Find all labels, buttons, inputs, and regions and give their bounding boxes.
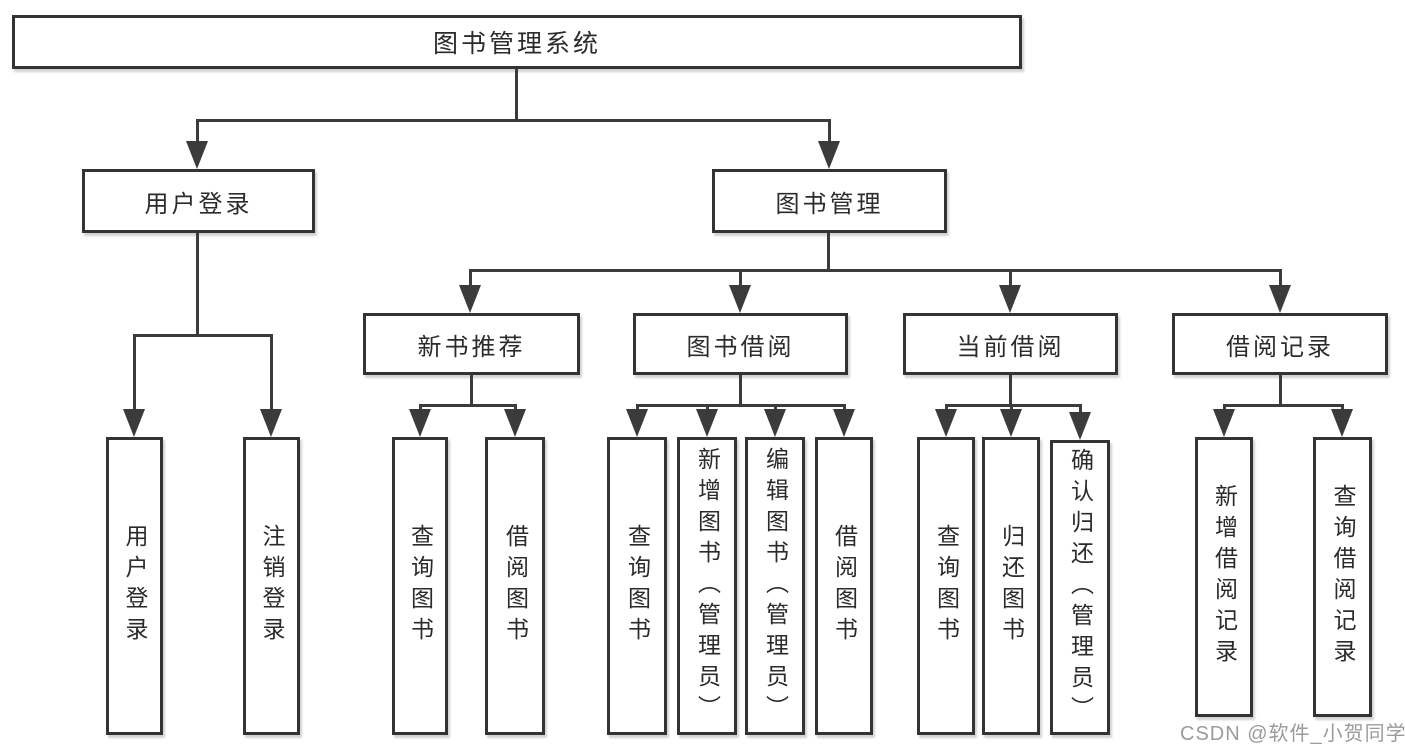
node-user-login-label: 用户登录 bbox=[144, 190, 253, 218]
connector-drop-line bbox=[828, 120, 831, 145]
arrowhead-down-icon bbox=[409, 409, 431, 437]
arrowhead-down-icon bbox=[935, 409, 957, 437]
leaf-edit-book-admin: 编辑图书（管理员） bbox=[745, 437, 805, 735]
leaf-query-book-recommend: 查询图书 bbox=[392, 437, 448, 735]
connector-drop-line bbox=[1009, 270, 1012, 289]
node-current-borrow: 当前借阅 bbox=[903, 313, 1118, 375]
connector-stem-line bbox=[196, 233, 199, 337]
arrowhead-down-icon bbox=[1069, 412, 1091, 440]
connector-branch-line bbox=[133, 334, 273, 337]
arrowhead-down-icon bbox=[260, 409, 282, 437]
connector-stem-line bbox=[739, 375, 742, 407]
leaf-query-book-borrow-label: 查询图书 bbox=[624, 524, 651, 648]
arrowhead-down-icon bbox=[504, 409, 526, 437]
arrowhead-down-icon bbox=[626, 409, 648, 437]
leaf-query-book-recommend-label: 查询图书 bbox=[407, 524, 434, 648]
leaf-confirm-return-admin: 确认归还（管理员） bbox=[1050, 440, 1110, 735]
leaf-borrow-book-recommend-label: 借阅图书 bbox=[502, 524, 529, 648]
leaf-query-borrow-record-label: 查询借阅记录 bbox=[1330, 484, 1356, 670]
node-book-management: 图书管理 bbox=[712, 169, 947, 233]
connector-drop-line bbox=[133, 335, 136, 413]
arrowhead-down-icon bbox=[999, 285, 1021, 313]
leaf-query-borrow-record: 查询借阅记录 bbox=[1313, 437, 1372, 717]
connector-drop-line bbox=[196, 120, 199, 145]
leaf-add-borrow-record: 新增借阅记录 bbox=[1195, 437, 1253, 717]
connector-branch-line bbox=[636, 404, 846, 407]
node-library-system-label: 图书管理系统 bbox=[432, 30, 601, 58]
connector-branch-line bbox=[419, 404, 517, 407]
arrowhead-down-icon bbox=[1213, 409, 1235, 437]
leaf-return-book: 归还图书 bbox=[982, 437, 1040, 735]
connector-drop-line bbox=[469, 270, 472, 289]
node-new-book-recommend: 新书推荐 bbox=[363, 313, 580, 375]
connector-branch-line bbox=[469, 269, 1282, 272]
connector-stem-line bbox=[515, 68, 518, 122]
leaf-confirm-return-admin-label: 确认归还（管理员） bbox=[1067, 448, 1094, 727]
node-library-system: 图书管理系统 bbox=[12, 15, 1022, 69]
connector-branch-line bbox=[1223, 404, 1344, 407]
connector-drop-line bbox=[270, 335, 273, 413]
arrowhead-down-icon bbox=[1269, 285, 1291, 313]
arrowhead-down-icon bbox=[729, 285, 751, 313]
connector-branch-line bbox=[945, 404, 1082, 407]
node-borrow-record: 借阅记录 bbox=[1172, 313, 1388, 375]
arrowhead-down-icon bbox=[1331, 409, 1353, 437]
node-current-borrow-label: 当前借阅 bbox=[956, 333, 1065, 361]
leaf-borrow-book-label: 借阅图书 bbox=[831, 524, 858, 648]
node-book-borrow-label: 图书借阅 bbox=[686, 333, 795, 361]
leaf-query-book-current: 查询图书 bbox=[917, 437, 975, 735]
connector-drop-line bbox=[739, 270, 742, 289]
connector-drop-line bbox=[1079, 405, 1082, 416]
arrowhead-down-icon bbox=[459, 285, 481, 313]
leaf-borrow-book-recommend: 借阅图书 bbox=[485, 437, 545, 735]
leaf-return-book-label: 归还图书 bbox=[998, 524, 1025, 648]
arrowhead-down-icon bbox=[833, 409, 855, 437]
leaf-add-book-admin-label: 新增图书（管理员） bbox=[694, 446, 721, 726]
leaf-user-login: 用户登录 bbox=[106, 437, 163, 735]
arrowhead-down-icon bbox=[696, 409, 718, 437]
leaf-borrow-book: 借阅图书 bbox=[815, 437, 873, 735]
arrowhead-down-icon bbox=[818, 141, 840, 169]
node-new-book-recommend-label: 新书推荐 bbox=[417, 333, 526, 361]
node-book-borrow: 图书借阅 bbox=[633, 313, 848, 375]
leaf-add-borrow-record-label: 新增借阅记录 bbox=[1211, 484, 1238, 670]
leaf-logout: 注销登录 bbox=[243, 437, 300, 735]
node-borrow-record-label: 借阅记录 bbox=[1226, 333, 1334, 361]
leaf-logout-label: 注销登录 bbox=[259, 524, 285, 648]
connector-stem-line bbox=[470, 375, 473, 407]
connector-branch-line bbox=[196, 119, 831, 122]
leaf-edit-book-admin-label: 编辑图书（管理员） bbox=[762, 446, 789, 726]
connector-drop-line bbox=[1279, 270, 1282, 289]
connector-stem-line bbox=[1009, 375, 1012, 407]
node-user-login: 用户登录 bbox=[82, 169, 315, 233]
leaf-user-login-label: 用户登录 bbox=[122, 524, 148, 648]
leaf-add-book-admin: 新增图书（管理员） bbox=[677, 437, 737, 735]
arrowhead-down-icon bbox=[123, 409, 145, 437]
connector-stem-line bbox=[1279, 375, 1282, 407]
leaf-query-book-borrow: 查询图书 bbox=[607, 437, 667, 735]
leaf-query-book-current-label: 查询图书 bbox=[933, 524, 960, 648]
arrowhead-down-icon bbox=[186, 141, 208, 169]
arrowhead-down-icon bbox=[764, 409, 786, 437]
csdn-watermark: CSDN @软件_小贺同学 bbox=[1180, 723, 1405, 745]
arrowhead-down-icon bbox=[1000, 409, 1022, 437]
connector-stem-line bbox=[827, 233, 830, 272]
node-book-management-label: 图书管理 bbox=[775, 190, 884, 218]
